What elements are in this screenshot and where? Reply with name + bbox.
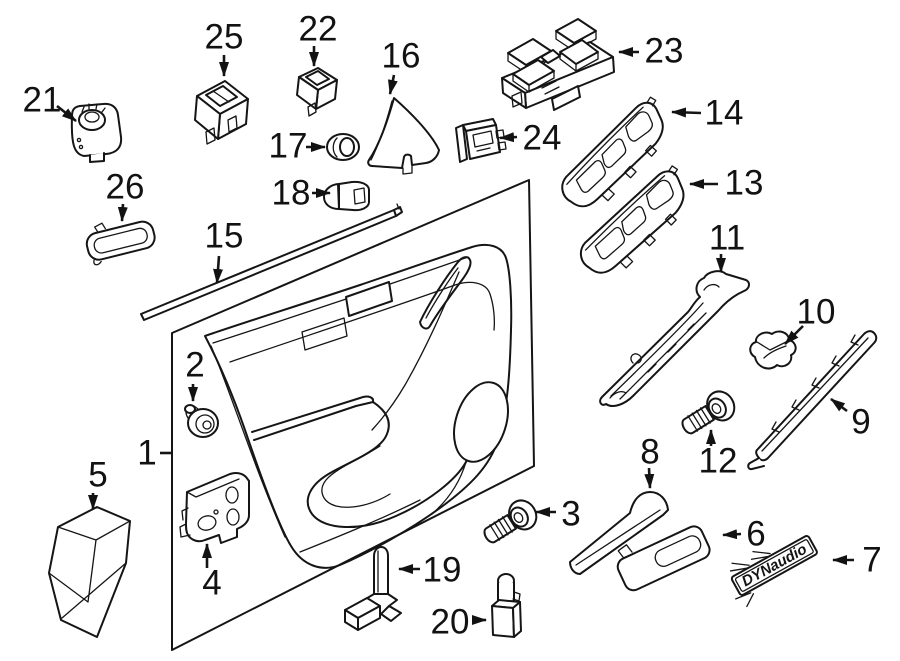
- part-22-switch: [296, 67, 338, 117]
- part-5-speaker-trim: [48, 506, 131, 638]
- callout-11-pillar-trim[interactable]: 11: [709, 219, 745, 273]
- part-11-pillar-trim: [599, 270, 750, 407]
- callout-26-handle-bezel[interactable]: 26: [106, 168, 145, 222]
- callout-number-3[interactable]: 3: [561, 495, 580, 534]
- callout-number-1[interactable]: 1: [137, 434, 156, 473]
- part-16-mirror-trim: [367, 97, 440, 175]
- callout-arrow-16: [387, 74, 398, 95]
- part-26-handle-bezel: [85, 220, 156, 266]
- callout-19-lamp-holder[interactable]: 19: [398, 551, 462, 590]
- part-19-lamp-holder: [344, 546, 402, 631]
- callout-20-bulb-socket[interactable]: 20: [431, 603, 487, 642]
- callout-number-18[interactable]: 18: [272, 174, 311, 213]
- callout-4-bracket[interactable]: 4: [202, 543, 222, 603]
- callout-14-switch-bezel-front[interactable]: 14: [671, 94, 744, 133]
- callout-number-10[interactable]: 10: [797, 293, 836, 332]
- callout-number-8[interactable]: 8: [640, 433, 659, 472]
- callout-number-22[interactable]: 22: [299, 10, 338, 49]
- callout-arrow-9: [830, 397, 848, 413]
- callout-number-11[interactable]: 11: [709, 219, 745, 258]
- callout-7-speaker-badge[interactable]: 7: [832, 541, 882, 580]
- part-20-bulb-socket: [491, 573, 522, 638]
- callout-21-mirror-switch[interactable]: 21: [23, 81, 77, 123]
- callout-18-retainer-clip[interactable]: 18: [272, 174, 331, 213]
- callout-number-4[interactable]: 4: [202, 564, 221, 603]
- callout-1-door-trim-panel[interactable]: 1: [137, 434, 171, 473]
- callout-number-24[interactable]: 24: [523, 119, 562, 158]
- callout-number-12[interactable]: 12: [699, 442, 738, 481]
- part-24-switch: [455, 118, 507, 163]
- callout-arrow-8: [644, 467, 655, 489]
- part-17-grommet-clip: [326, 133, 360, 161]
- part-2-grommet: [184, 404, 219, 438]
- callout-12-screw[interactable]: 12: [699, 429, 738, 481]
- part-25-window-switch: [194, 80, 249, 145]
- callout-15-belt-weatherstrip[interactable]: 15: [205, 217, 244, 284]
- callout-number-13[interactable]: 13: [725, 164, 764, 203]
- part-21-mirror-switch: [70, 102, 123, 163]
- callout-arrow-6: [722, 529, 742, 540]
- callout-number-17[interactable]: 17: [269, 127, 308, 166]
- callout-5-speaker-trim[interactable]: 5: [88, 456, 108, 510]
- callout-number-20[interactable]: 20: [431, 603, 470, 642]
- callout-number-7[interactable]: 7: [862, 541, 881, 580]
- callout-number-26[interactable]: 26: [106, 168, 145, 207]
- callout-number-23[interactable]: 23: [645, 32, 684, 71]
- callout-2-grommet[interactable]: 2: [185, 346, 205, 402]
- callout-24-switch[interactable]: 24: [499, 119, 562, 158]
- callout-17-grommet-clip[interactable]: 17: [269, 127, 326, 166]
- part-23-master-window-switch: [501, 18, 615, 111]
- callout-number-14[interactable]: 14: [705, 94, 744, 133]
- part-12-screw: [675, 385, 741, 443]
- callout-number-16[interactable]: 16: [382, 37, 421, 76]
- part-15-belt-weatherstrip: [140, 203, 403, 321]
- callout-arrow-21: [56, 104, 77, 123]
- callout-9-trim-strip[interactable]: 9: [830, 397, 871, 442]
- part-9-trim-strip: [747, 330, 878, 471]
- callout-8-handle-trim[interactable]: 8: [640, 433, 660, 489]
- callout-number-25[interactable]: 25: [205, 18, 244, 57]
- part-1-door-trim-panel: [171, 179, 535, 651]
- callout-16-mirror-trim[interactable]: 16: [382, 37, 421, 95]
- callout-10-clip[interactable]: 10: [784, 293, 836, 345]
- callout-arrow-14: [671, 107, 702, 118]
- part-10-clip: [749, 330, 797, 370]
- callout-number-15[interactable]: 15: [205, 217, 244, 256]
- callout-23-master-window-switch[interactable]: 23: [618, 32, 684, 71]
- callout-arrow-10: [784, 325, 804, 345]
- callout-number-6[interactable]: 6: [746, 515, 765, 554]
- callout-6-trim-cover[interactable]: 6: [722, 515, 766, 554]
- callout-13-switch-bezel-rear[interactable]: 13: [689, 164, 764, 203]
- callout-number-2[interactable]: 2: [185, 346, 204, 385]
- callout-3-screw[interactable]: 3: [535, 495, 581, 534]
- callout-number-19[interactable]: 19: [423, 551, 462, 590]
- part-8-handle-trim: [569, 491, 669, 575]
- callout-25-window-switch[interactable]: 25: [205, 18, 244, 77]
- callout-arrow-15: [213, 255, 224, 284]
- callout-number-21[interactable]: 21: [23, 81, 62, 120]
- callout-number-9[interactable]: 9: [851, 403, 870, 442]
- callout-22-switch[interactable]: 22: [299, 10, 338, 67]
- part-18-retainer-clip: [323, 180, 370, 212]
- part-7-speaker-badge: DYNaudio: [729, 535, 818, 608]
- part-3-screw: [477, 494, 543, 552]
- part-4-bracket: [179, 472, 250, 544]
- callout-arrow-24: [499, 132, 518, 143]
- callout-number-5[interactable]: 5: [88, 456, 107, 495]
- callout-arrow-26: [117, 203, 128, 222]
- part-6-trim-cover: [616, 525, 711, 592]
